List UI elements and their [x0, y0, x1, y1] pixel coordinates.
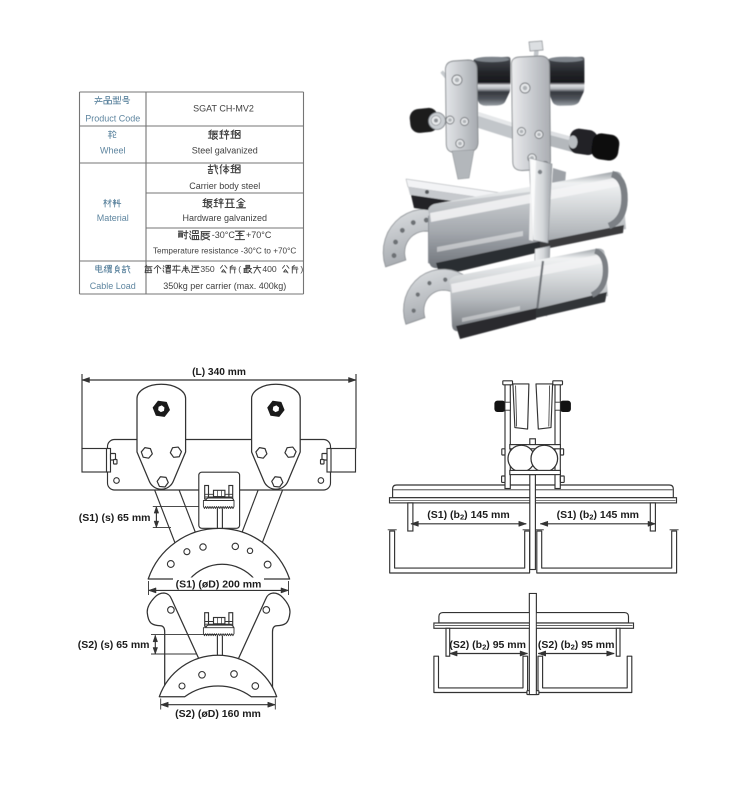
svg-text:(: (	[238, 264, 241, 274]
svg-text:(S2) (b2) 95 mm: (S2) (b2) 95 mm	[449, 639, 526, 651]
svg-text:(S1) (b2) 145 mm: (S1) (b2) 145 mm	[557, 509, 639, 521]
svg-text:(S1) (øD) 200 mm: (S1) (øD) 200 mm	[176, 579, 262, 591]
svg-text:Wheel: Wheel	[100, 146, 126, 156]
svg-text:400: 400	[262, 264, 277, 274]
svg-text:Cable Load: Cable Load	[90, 281, 136, 291]
svg-text:(S1) (s) 65 mm: (S1) (s) 65 mm	[79, 512, 151, 524]
svg-text:Hardware galvanized: Hardware galvanized	[182, 213, 267, 223]
svg-text:Carrier body steel: Carrier body steel	[189, 181, 260, 191]
svg-text:(S2) (s) 65 mm: (S2) (s) 65 mm	[78, 639, 150, 651]
svg-text:Material: Material	[97, 213, 129, 223]
svg-text:+70°C: +70°C	[246, 230, 272, 240]
svg-text:Temperature resistance -30°C t: Temperature resistance -30°C to +70°C	[153, 246, 296, 255]
svg-text:(S1) (b2) 145 mm: (S1) (b2) 145 mm	[427, 509, 509, 521]
svg-text:SGAT CH-MV2: SGAT CH-MV2	[193, 104, 254, 114]
svg-text:-30°C: -30°C	[212, 230, 236, 240]
svg-text:Product Code: Product Code	[85, 114, 140, 124]
svg-text:(S2) (øD) 160 mm: (S2) (øD) 160 mm	[175, 708, 261, 720]
svg-text:(S2) (b2) 95 mm: (S2) (b2) 95 mm	[538, 639, 615, 651]
svg-text:): )	[300, 264, 303, 274]
svg-text:350kg per carrier (max. 400kg): 350kg per carrier (max. 400kg)	[163, 281, 286, 291]
svg-text:Steel galvanized: Steel galvanized	[192, 146, 258, 156]
svg-text:(L) 340 mm: (L) 340 mm	[192, 367, 246, 378]
svg-text:350: 350	[200, 264, 215, 274]
